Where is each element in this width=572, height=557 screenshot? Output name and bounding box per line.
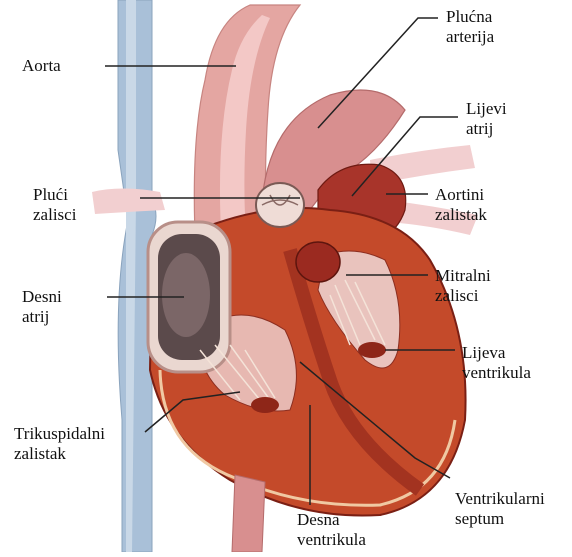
right-atrium-shading — [162, 253, 210, 337]
label-lijevi-atrij-line-1: Lijevi — [466, 99, 507, 119]
label-mitralni-zalisci-line-2: zalisci — [435, 286, 491, 306]
label-lijeva-ventrikula-line-2: ventrikula — [462, 363, 531, 383]
label-plucna-arterija: Plućna arterija — [446, 7, 494, 47]
label-mitralni-zalisci: Mitralni zalisci — [435, 266, 491, 306]
label-trikuspidalni-zalistak-line-1: Trikuspidalni — [14, 424, 105, 444]
label-trikuspidalni-zalistak-line-2: zalistak — [14, 444, 105, 464]
pulmonary-branch-left — [92, 189, 165, 215]
label-aorta: Aorta — [22, 56, 61, 76]
label-aortini-zalistak-line-1: Aortini — [435, 185, 487, 205]
label-plucna-arterija-line-1: Plućna — [446, 7, 494, 27]
label-aorta-line-1: Aorta — [22, 56, 61, 76]
label-mitralni-zalisci-line-1: Mitralni — [435, 266, 491, 286]
label-aortini-zalistak: Aortini zalistak — [435, 185, 487, 225]
papillary-muscle-left — [358, 342, 386, 358]
label-desna-ventrikula-line-1: Desna — [297, 510, 366, 530]
label-lijevi-atrij-line-2: atrij — [466, 119, 507, 139]
label-ventrikularni-septum: Ventrikularni septum — [455, 489, 545, 529]
descending-vessel — [232, 475, 265, 552]
label-plucna-arterija-line-2: arterija — [446, 27, 494, 47]
label-ventrikularni-septum-line-2: septum — [455, 509, 545, 529]
label-desni-atrij-line-2: atrij — [22, 307, 62, 327]
label-desna-ventrikula-line-2: ventrikula — [297, 530, 366, 550]
label-plucni-zalisci-line-1: Plući — [33, 185, 76, 205]
label-desni-atrij: Desni atrij — [22, 287, 62, 327]
label-trikuspidalni-zalistak: Trikuspidalni zalistak — [14, 424, 105, 464]
aortic-valve — [296, 242, 340, 282]
label-plucni-zalisci-line-2: zalisci — [33, 205, 76, 225]
label-lijeva-ventrikula-line-1: Lijeva — [462, 343, 531, 363]
label-desna-ventrikula: Desna ventrikula — [297, 510, 366, 550]
label-plucni-zalisci: Plući zalisci — [33, 185, 76, 225]
label-lijeva-ventrikula: Lijeva ventrikula — [462, 343, 531, 383]
label-ventrikularni-septum-line-1: Ventrikularni — [455, 489, 545, 509]
papillary-muscle-right — [251, 397, 279, 413]
label-desni-atrij-line-1: Desni — [22, 287, 62, 307]
label-lijevi-atrij: Lijevi atrij — [466, 99, 507, 139]
label-aortini-zalistak-line-2: zalistak — [435, 205, 487, 225]
